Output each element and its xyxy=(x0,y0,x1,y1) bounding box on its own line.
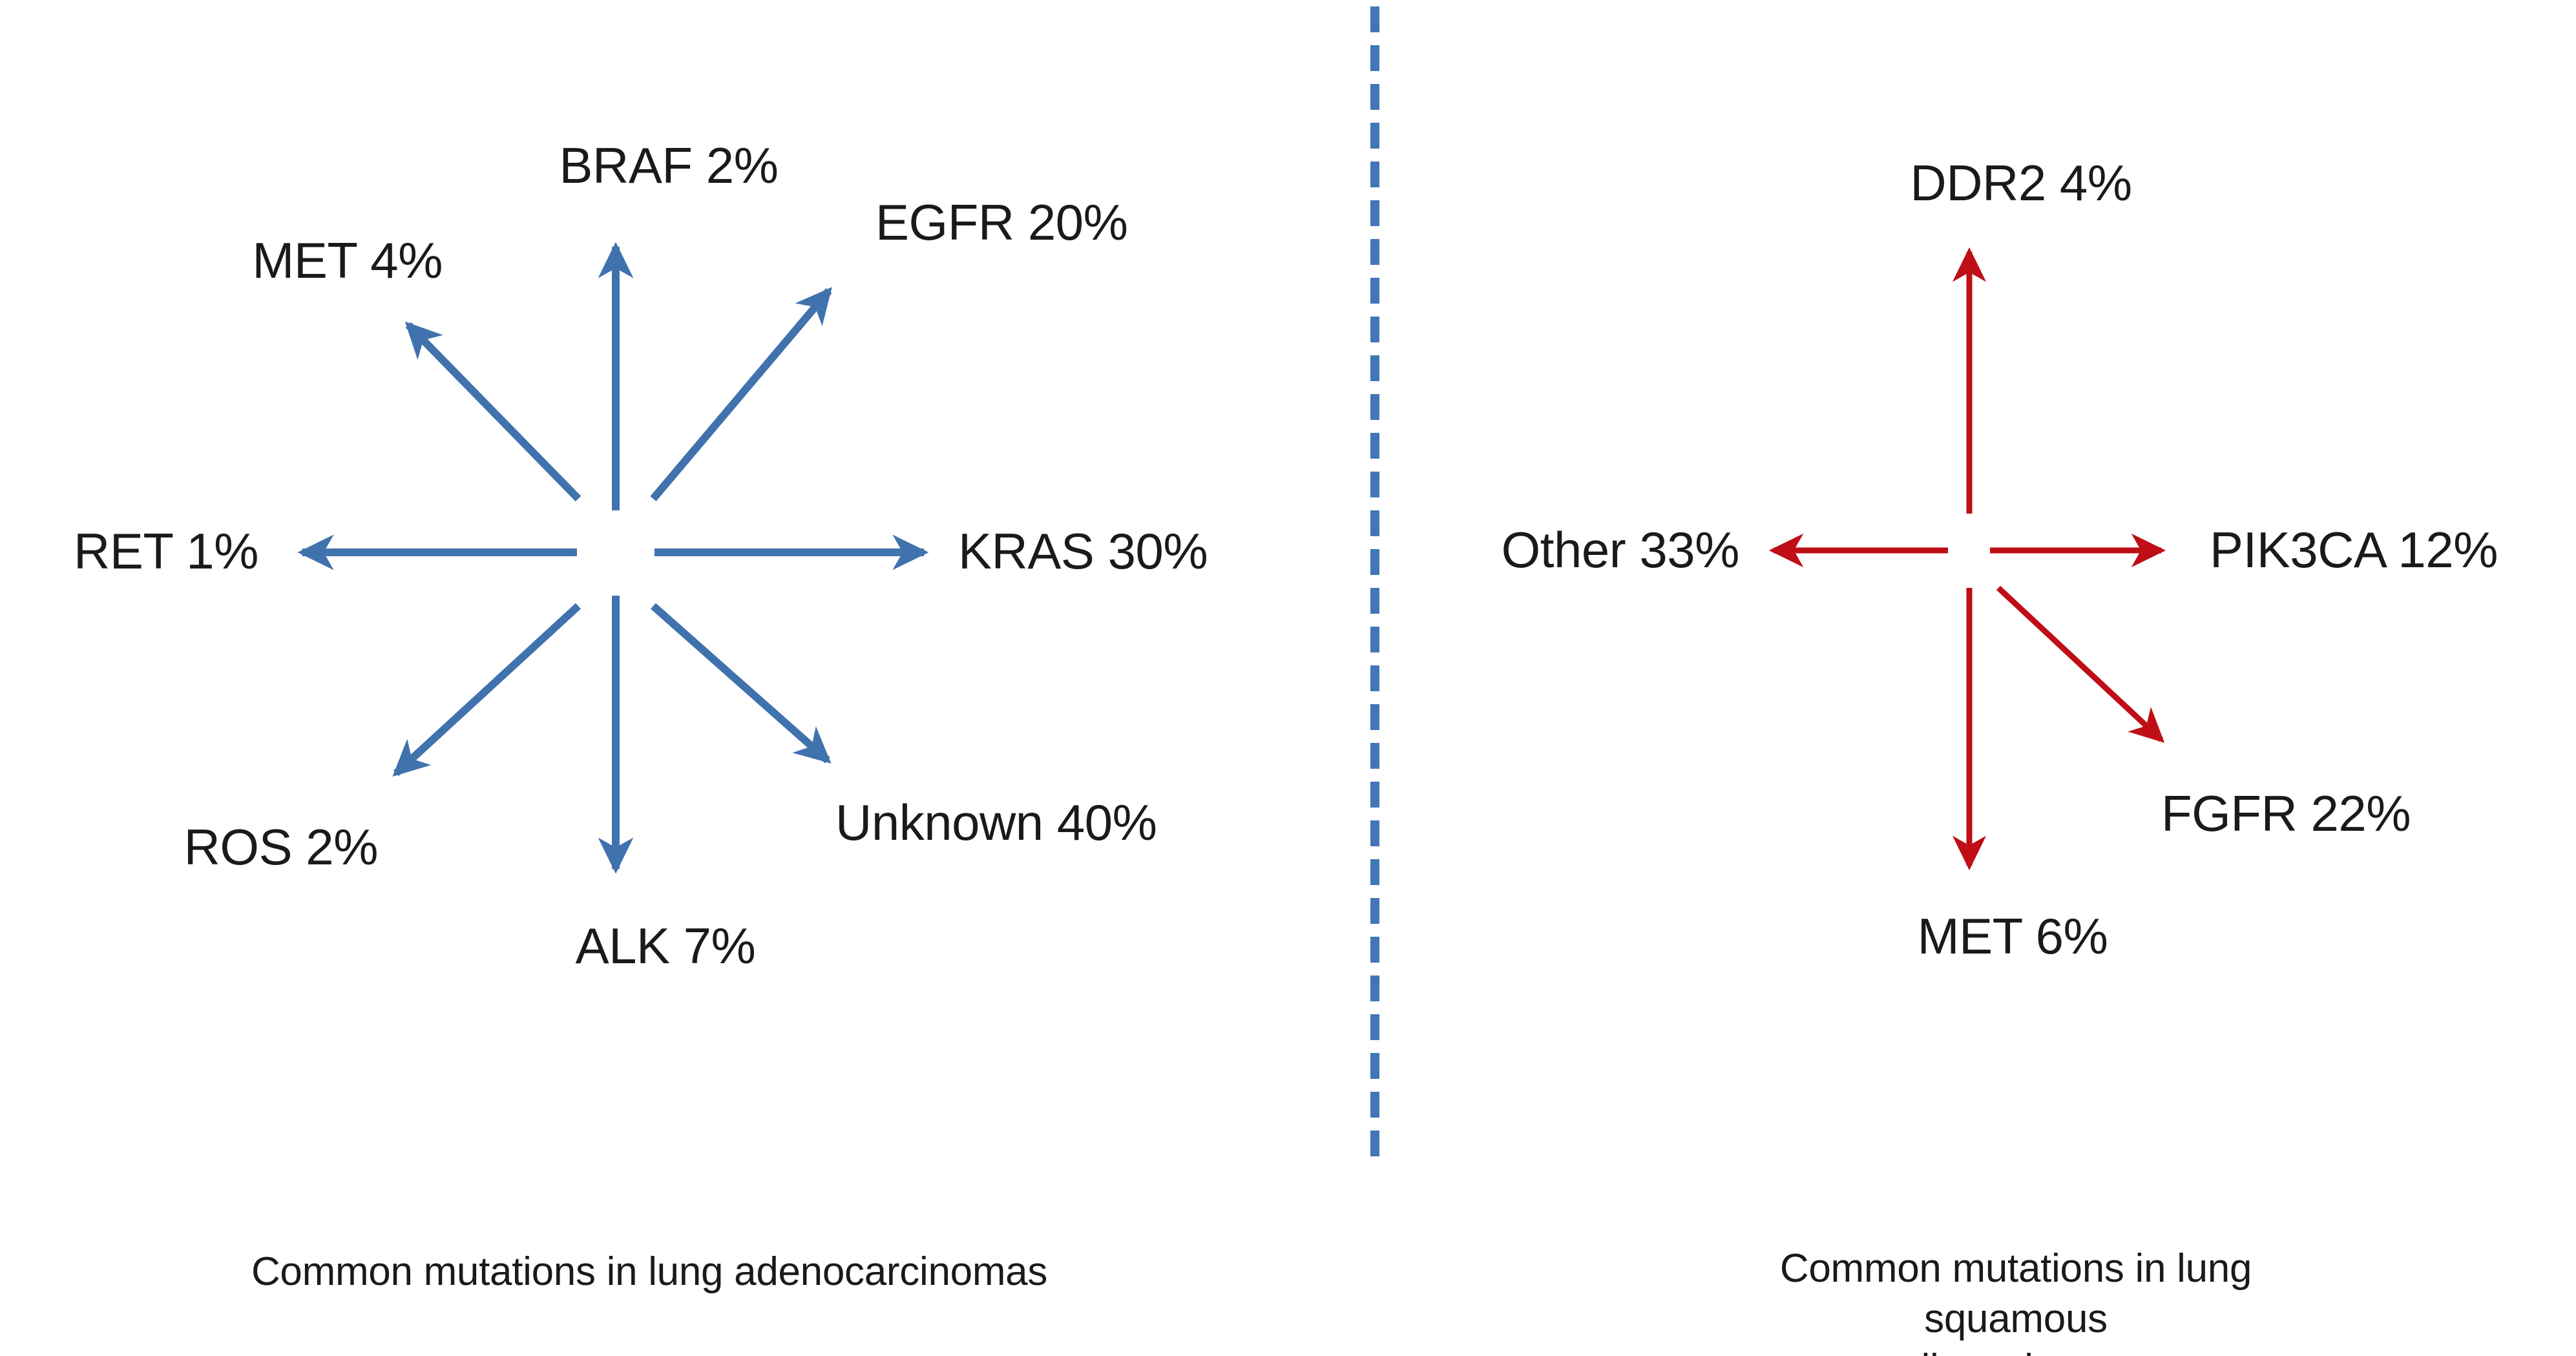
label-ros: ROS 2% xyxy=(183,819,379,875)
adenocarcinoma-arrows xyxy=(297,242,929,874)
label-kras: KRAS 30% xyxy=(958,523,1208,579)
squamous-arrows xyxy=(1768,247,2166,871)
arrow-unknown xyxy=(651,603,832,764)
label-fgfr: FGFR 22% xyxy=(2161,785,2411,842)
label-alk: ALK 7% xyxy=(575,917,756,974)
arrow-met xyxy=(404,321,581,502)
label-pik3ca: PIK3CA 12% xyxy=(2210,521,2498,578)
label-egfr: EGFR 20% xyxy=(875,194,1128,251)
label-braf: BRAF 2% xyxy=(559,137,779,194)
label-ddr2: DDR2 4% xyxy=(1910,154,2132,211)
arrow-fgfr xyxy=(1996,585,2165,743)
label-ret: RET 1% xyxy=(74,523,259,579)
arrow-ros xyxy=(392,603,581,777)
caption-adenocarcinoma: Common mutations in lung adenocarcinomas xyxy=(251,1249,1048,1294)
caption-squamous: Common mutations in lung squamous cell c… xyxy=(1779,1246,2252,1356)
label-other: Other 33% xyxy=(1501,521,1740,578)
label-unknown: Unknown 40% xyxy=(835,794,1157,851)
label-met-adeno: MET 4% xyxy=(252,232,443,289)
arrow-egfr xyxy=(650,287,832,501)
label-met-squam: MET 6% xyxy=(1917,908,2108,965)
